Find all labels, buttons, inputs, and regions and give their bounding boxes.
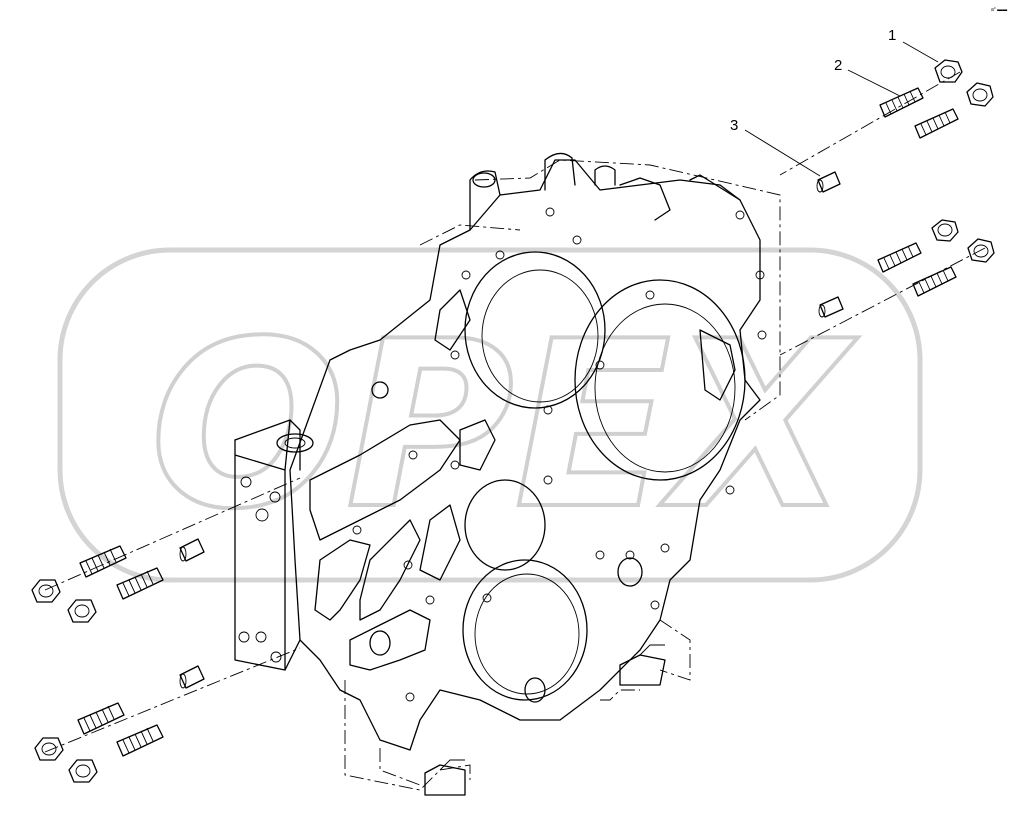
nut-right-1 [931,219,959,242]
dowel-left-1 [179,538,205,562]
nut-left-2 [67,599,97,623]
nut-left-1 [31,579,61,603]
dowel-right [818,296,844,318]
dowel-left-2 [179,665,205,689]
stud-part-2 [879,87,924,118]
stud-left-2 [116,567,164,600]
callout-2: 2 [834,57,901,97]
stud-left-3 [77,702,125,735]
nut-right-2 [967,238,995,263]
gear-housing [234,152,781,796]
callout-label-2: 2 [834,57,842,74]
callout-1: 1 [888,27,939,63]
callout-label-1: 1 [888,27,896,44]
watermark-logo: OPEX [57,247,923,583]
corner-code: a° ▬▬ [991,7,1007,13]
callout-3: 3 [730,117,821,177]
stud-left-1 [79,545,127,578]
dowel-part-3 [816,171,841,193]
nut-left-3 [34,737,64,761]
stud-upper [914,108,959,139]
nut-upper [966,82,994,107]
nut-left-4 [68,759,98,783]
assembly-axes [44,71,986,753]
stud-right-1 [877,242,922,273]
callout-label-3: 3 [730,117,738,134]
stud-left-4 [116,724,164,757]
nut-part-1 [934,59,963,83]
stud-right-2 [912,266,957,297]
watermark-text: OPEX [150,293,858,560]
